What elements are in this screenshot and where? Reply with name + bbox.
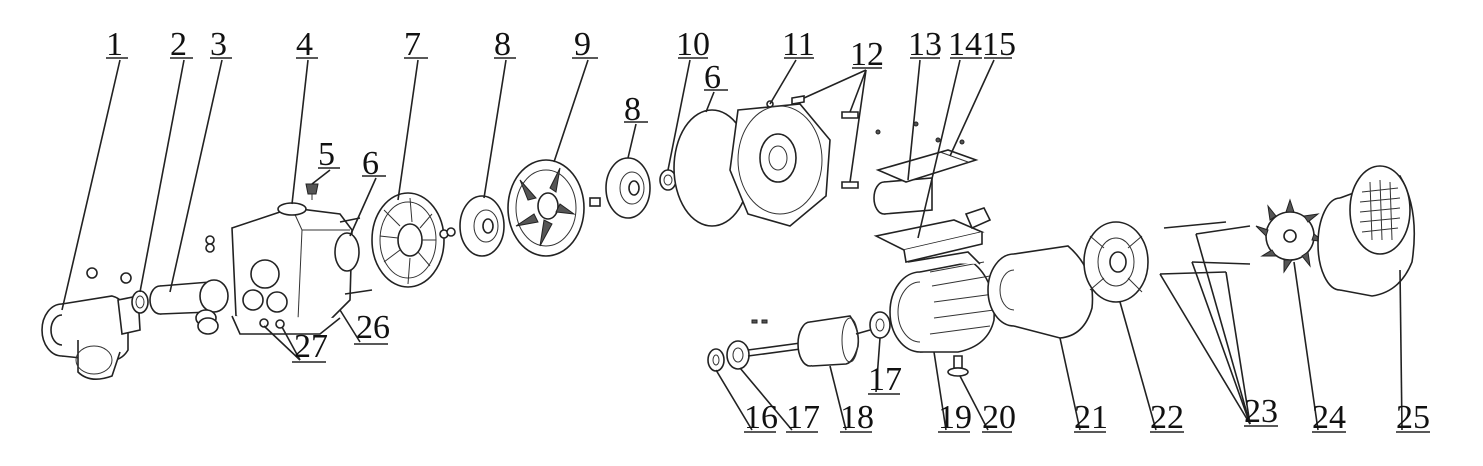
label-12: 12: [850, 36, 884, 73]
label-21: 21: [1074, 399, 1108, 436]
part-9-impeller: [507, 159, 601, 257]
part-15-terminal-box: [873, 207, 992, 263]
part-8-wear-disc: [605, 157, 651, 219]
label-7: 7: [404, 26, 421, 63]
part-21-stator: [987, 245, 1094, 339]
label-1: 1: [106, 26, 123, 63]
label-16: 16: [744, 399, 778, 436]
label-3: 3: [210, 26, 227, 63]
label-6-right: 6: [704, 59, 721, 96]
part-14-terminal-cover: [875, 121, 979, 183]
label-18: 18: [840, 399, 874, 436]
label-10: 10: [676, 26, 710, 63]
part-7-diffuser-plate: [371, 192, 456, 288]
label-14: 14: [948, 26, 982, 63]
part-5-plug: [305, 183, 319, 200]
part-12-screws: [791, 95, 859, 189]
label-8-first: 8: [494, 26, 511, 63]
label-11: 11: [782, 26, 815, 63]
part-8-impeller-disc: [459, 195, 505, 257]
label-20: 20: [982, 399, 1016, 436]
part-11-motor-flange: [729, 100, 831, 227]
part-16-washer: [707, 348, 725, 372]
part-18-rotor-shaft: [747, 315, 871, 367]
part-25-fan-cover: [1317, 165, 1416, 297]
part-4-pump-housing: [205, 202, 353, 335]
part-23-tie-rods: [1159, 221, 1251, 275]
part-3-venturi: [149, 279, 229, 335]
label-6-left: 6: [362, 145, 379, 182]
label-26: 26: [356, 309, 390, 346]
label-19: 19: [938, 399, 972, 436]
label-23: 23: [1244, 393, 1278, 430]
leader-lines: [61, 57, 1430, 433]
label-22: 22: [1150, 399, 1184, 436]
part-17-bearing-front: [726, 340, 750, 370]
part-2-ring: [131, 290, 149, 314]
part-1-inlet-body: [41, 267, 141, 380]
label-8-second: 8: [624, 91, 641, 128]
label-9: 9: [574, 26, 591, 63]
label-17-front: 17: [786, 399, 820, 436]
part-24-fan: [1255, 198, 1326, 274]
part-number-labels: 1 2 3 4 5 6 7 8 9 10 6 11 8 12 13 14 15 …: [106, 26, 1430, 436]
label-2: 2: [170, 26, 187, 63]
label-5: 5: [318, 136, 335, 173]
label-24: 24: [1312, 399, 1346, 436]
part-20-drain-plug: [947, 355, 969, 377]
part-13-capacitor: [873, 177, 933, 215]
label-15: 15: [982, 26, 1016, 63]
part-19-motor-housing: [889, 251, 995, 353]
part-6-o-ring-left: [334, 217, 373, 295]
part-22-end-shield: [1083, 221, 1149, 303]
label-27: 27: [294, 328, 328, 365]
label-17-rear: 17: [868, 361, 902, 398]
label-25: 25: [1396, 399, 1430, 436]
label-13: 13: [908, 26, 942, 63]
part-17-bearing-rear: [869, 311, 891, 339]
label-4: 4: [296, 26, 313, 63]
